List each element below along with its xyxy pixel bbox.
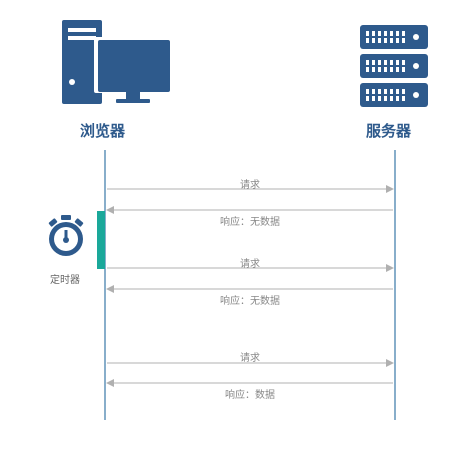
message-label: 请求 xyxy=(240,259,260,270)
browser-label: 浏览器 xyxy=(80,122,126,140)
timer-bar xyxy=(97,211,105,269)
message-label: 响应：数据 xyxy=(225,390,275,401)
computer-icon xyxy=(62,20,172,104)
server-icon xyxy=(360,25,428,107)
server-label: 服务器 xyxy=(366,122,412,140)
message-label: 响应：无数据 xyxy=(220,217,280,228)
message-label: 请求 xyxy=(240,180,260,191)
stopwatch-icon xyxy=(48,215,84,256)
message-label: 请求 xyxy=(240,353,260,364)
timer-label: 定时器 xyxy=(50,275,80,286)
message-label: 响应：无数据 xyxy=(220,296,280,307)
